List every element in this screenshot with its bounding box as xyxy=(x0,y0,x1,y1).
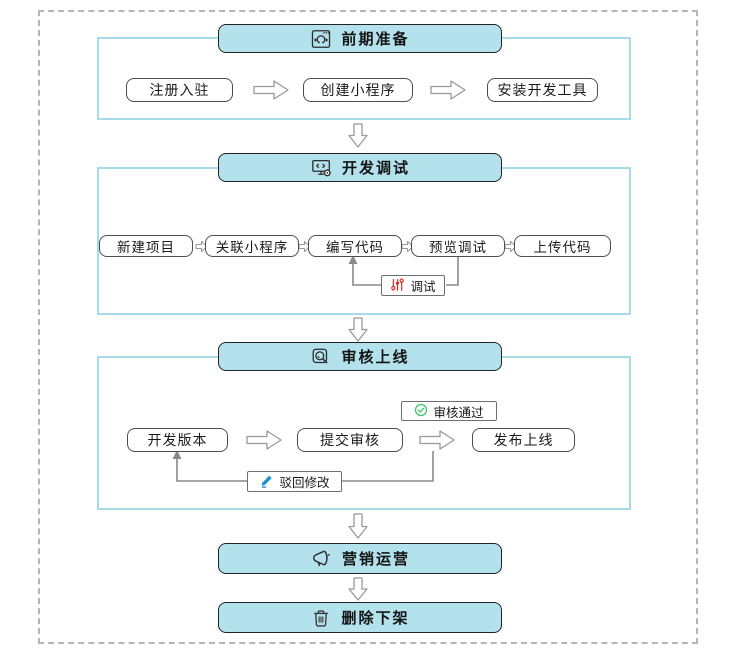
step-publish: 发布上线 xyxy=(472,428,575,452)
step-write-code-label: 编写代码 xyxy=(326,240,384,256)
header-preparation: 前期准备 xyxy=(218,24,502,53)
step-submit-review: 提交审核 xyxy=(297,428,403,452)
step-new-project-label: 新建项目 xyxy=(117,240,175,256)
header-marketing: 营销运营 xyxy=(218,543,502,574)
step-link-miniprogram-label: 关联小程序 xyxy=(215,240,289,256)
debug-loop-text: 调试 xyxy=(410,279,436,294)
arrow-down-icon xyxy=(348,123,368,148)
step-preview-debug-label: 预览调试 xyxy=(429,240,487,256)
header-marketing-label: 营销运营 xyxy=(341,550,410,568)
check-circle-icon xyxy=(414,403,428,420)
debug-sliders-icon xyxy=(390,277,405,295)
arrow-right-icon xyxy=(246,429,282,451)
step-new-project: 新建项目 xyxy=(99,235,193,257)
arrow-down-icon xyxy=(348,577,368,601)
arrow-right-icon xyxy=(401,240,414,253)
pencil-icon xyxy=(259,473,274,491)
step-dev-version: 开发版本 xyxy=(127,428,228,452)
arrow-down-icon xyxy=(348,317,368,342)
step-preview-debug: 预览调试 xyxy=(411,235,505,257)
header-removal-label: 删除下架 xyxy=(341,609,410,627)
arrow-down-icon xyxy=(348,513,368,539)
step-create-miniprogram-label: 创建小程序 xyxy=(320,83,396,99)
step-write-code: 编写代码 xyxy=(308,235,402,257)
header-review-label: 审核上线 xyxy=(341,348,410,366)
reject-revise-label: 驳回修改 xyxy=(247,471,342,492)
step-install-devtools: 安装开发工具 xyxy=(487,78,598,102)
step-upload-code-label: 上传代码 xyxy=(533,240,592,256)
step-register-label: 注册入驻 xyxy=(149,83,210,99)
header-development: 开发调试 xyxy=(218,153,502,182)
step-link-miniprogram: 关联小程序 xyxy=(205,235,299,257)
header-preparation-label: 前期准备 xyxy=(341,30,410,48)
arrow-right-icon xyxy=(504,240,517,253)
step-create-miniprogram: 创建小程序 xyxy=(303,78,413,102)
arrow-right-icon xyxy=(430,79,466,101)
trash-icon xyxy=(310,607,332,629)
header-development-label: 开发调试 xyxy=(341,159,410,177)
step-publish-label: 发布上线 xyxy=(493,433,554,449)
step-dev-version-label: 开发版本 xyxy=(147,433,208,449)
megaphone-icon xyxy=(310,547,333,570)
header-removal: 删除下架 xyxy=(218,602,502,633)
step-upload-code: 上传代码 xyxy=(514,235,611,257)
dev-monitor-gear-icon xyxy=(310,157,333,179)
arrow-right-icon xyxy=(195,240,208,253)
arrow-right-icon xyxy=(253,79,289,101)
dashed-boundary xyxy=(38,10,698,644)
arrow-right-icon xyxy=(419,429,455,451)
step-install-devtools-label: 安装开发工具 xyxy=(497,83,588,99)
reject-revise-text: 驳回修改 xyxy=(279,475,330,490)
review-passed-badge: 审核通过 xyxy=(401,401,497,421)
review-passed-text: 审核通过 xyxy=(433,404,484,420)
step-submit-review-label: 提交审核 xyxy=(320,433,380,449)
debug-loop-label: 调试 xyxy=(381,275,445,296)
header-review: 审核上线 xyxy=(218,342,502,371)
step-register: 注册入驻 xyxy=(126,78,233,102)
review-search-icon xyxy=(310,346,332,368)
miniprogram-window-icon xyxy=(310,28,332,50)
arrow-right-icon xyxy=(298,240,311,253)
